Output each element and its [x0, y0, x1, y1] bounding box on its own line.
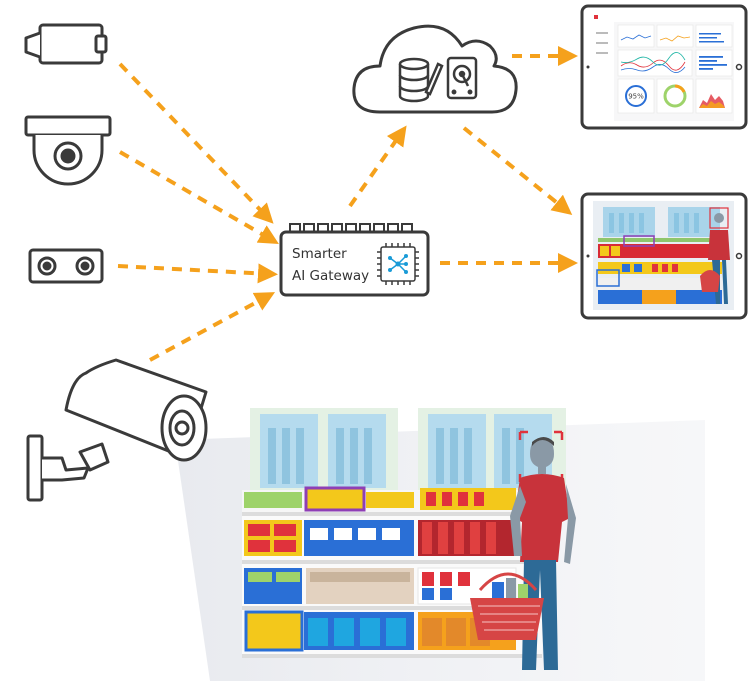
- cloud-icon: [352, 24, 518, 114]
- gateway-label-line2: AI Gateway: [292, 268, 369, 284]
- arrow-cloud-to-video-tablet: [462, 126, 573, 216]
- shopping-basket: [470, 572, 544, 640]
- arrow-bullet-camera-to-gateway: [149, 292, 276, 362]
- dome-camera-icon: [24, 115, 112, 186]
- dashboard-gauge-value: 95%: [628, 93, 644, 101]
- stereo-camera-icon: [28, 248, 104, 284]
- database-icon: [398, 57, 444, 103]
- gateway-device: [279, 223, 430, 297]
- tablet-video-icon: [580, 192, 748, 320]
- video-camera-icon: [24, 23, 108, 65]
- shopper-figure: [510, 430, 576, 670]
- gateway-label-line1: Smarter: [292, 246, 347, 262]
- gateway-chip-icon: [377, 243, 419, 285]
- flow-arrows: [117, 46, 578, 362]
- store-shelf-scene: [242, 408, 576, 670]
- arrow-stereo-camera-to-gateway: [117, 263, 278, 284]
- hard-drive-icon: [446, 56, 478, 100]
- tablet-dashboard-icon: 95%: [580, 4, 748, 130]
- arrow-gateway-to-cloud: [348, 125, 407, 208]
- arrow-dome-camera-to-gateway: [118, 150, 279, 245]
- arrow-video-camera-to-gateway: [118, 62, 274, 224]
